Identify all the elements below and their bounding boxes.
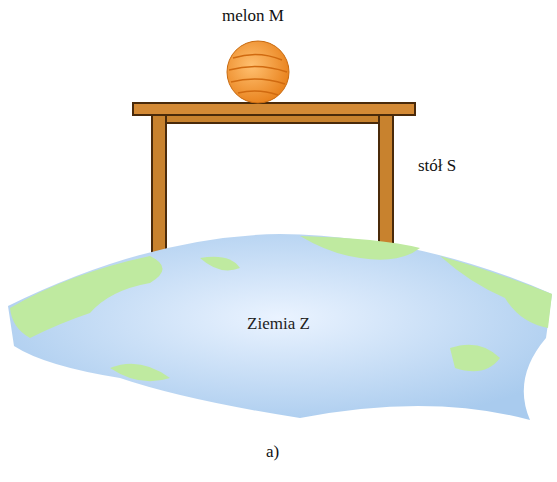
figure-label: a)	[266, 442, 279, 462]
melon	[227, 41, 289, 103]
object-label: stół S	[418, 156, 456, 176]
table-leg	[152, 114, 166, 254]
melon-stripes	[229, 54, 287, 95]
table-leg	[379, 114, 393, 254]
earth-shape: Ziemia Z	[0, 228, 557, 428]
table-top	[133, 103, 415, 115]
earth-label: Ziemia Z	[247, 314, 310, 334]
object-label: melon M	[222, 6, 284, 26]
